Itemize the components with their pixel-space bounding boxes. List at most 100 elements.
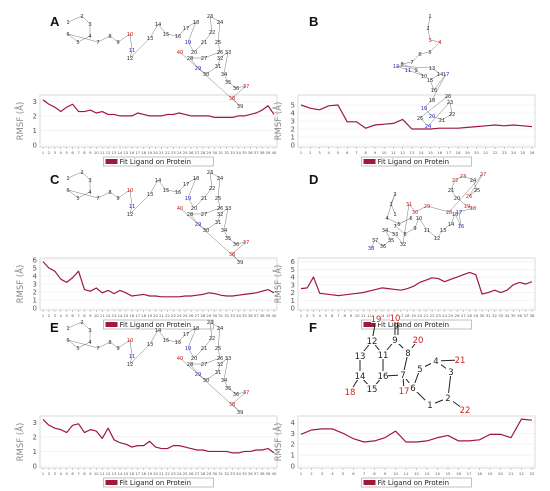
atom-number-label: 12 bbox=[127, 212, 134, 218]
bond bbox=[179, 51, 241, 107]
x-tick-label: 6 bbox=[346, 150, 349, 155]
x-tick-label: 8 bbox=[364, 150, 367, 155]
x-tick-label: 30 bbox=[212, 471, 217, 476]
bond bbox=[217, 177, 221, 199]
x-tick-label: 6 bbox=[71, 150, 74, 155]
atom-number-label: 3 bbox=[88, 328, 91, 334]
atom-number-label: 6 bbox=[418, 52, 421, 58]
panel-label-e: E bbox=[50, 320, 59, 335]
atom-number-label: 14 bbox=[155, 328, 162, 334]
x-tick-label: 11 bbox=[100, 313, 105, 318]
y-tick-label: 4 bbox=[33, 273, 38, 281]
x-tick-label: 23 bbox=[436, 313, 441, 318]
x-tick-label: 38 bbox=[530, 313, 535, 318]
legend-label: Fit Ligand on Protein bbox=[120, 321, 192, 329]
legend-swatch bbox=[105, 322, 118, 327]
y-axis-label: RMSF (Å) bbox=[14, 102, 26, 141]
atom-number-label: 30 bbox=[203, 72, 210, 78]
legend-box bbox=[361, 156, 472, 167]
x-tick-label: 12 bbox=[400, 150, 405, 155]
bond bbox=[165, 33, 179, 37]
x-tick-label: 19 bbox=[147, 313, 152, 318]
atom-number-label: 24 bbox=[217, 176, 224, 182]
atom-number-label: 10 bbox=[421, 74, 428, 80]
x-tick-label: 11 bbox=[391, 150, 396, 155]
x-tick-label: 18 bbox=[405, 313, 410, 318]
atom-number-label: 30 bbox=[203, 378, 210, 384]
bond bbox=[179, 357, 241, 413]
atom-number-label: 30 bbox=[412, 210, 419, 216]
atom-number-label: 16 bbox=[175, 34, 182, 40]
x-tick-label: 5 bbox=[65, 313, 68, 318]
atom-number-label: 33 bbox=[225, 356, 232, 362]
atom-label-bg bbox=[460, 405, 470, 414]
atom-number-label: 29 bbox=[195, 222, 202, 228]
atom-number-label: 9 bbox=[392, 336, 397, 346]
bond bbox=[97, 191, 111, 199]
x-tick-label: 15 bbox=[124, 313, 129, 318]
atom-number-label: 21 bbox=[201, 40, 208, 46]
atom-number-label: 8 bbox=[108, 34, 111, 40]
atom-number-label: 18 bbox=[193, 326, 200, 332]
atom-number-label: 14 bbox=[437, 72, 444, 78]
atom-number-label: 25 bbox=[215, 40, 222, 46]
bond bbox=[427, 27, 431, 41]
atom-number-label: 34 bbox=[221, 72, 228, 78]
x-tick-label: 3 bbox=[54, 471, 57, 476]
y-tick-label: 5 bbox=[291, 102, 295, 110]
x-tick-label: 21 bbox=[509, 471, 514, 476]
x-tick-label: 23 bbox=[171, 313, 176, 318]
bond bbox=[177, 333, 187, 343]
atom-number-label: 5 bbox=[76, 196, 79, 202]
x-tick-label: 30 bbox=[480, 313, 485, 318]
x-tick-label: 1 bbox=[300, 150, 303, 155]
atom-label-bg bbox=[415, 364, 425, 373]
plot-frame bbox=[39, 94, 278, 148]
atom-label-bg bbox=[425, 400, 435, 409]
atom-number-label: 28 bbox=[187, 212, 194, 218]
bond bbox=[117, 189, 131, 199]
legend-box bbox=[361, 319, 472, 330]
bond bbox=[205, 65, 219, 75]
bond bbox=[129, 205, 133, 215]
atom-number-label: 3 bbox=[448, 368, 453, 378]
bond bbox=[129, 33, 133, 51]
atom-number-label: 13 bbox=[147, 342, 154, 348]
legend-swatch bbox=[363, 322, 376, 327]
x-tick-label: 3 bbox=[54, 313, 57, 318]
x-tick-label: 10 bbox=[382, 150, 387, 155]
bond bbox=[117, 339, 131, 349]
x-tick-label: 30 bbox=[212, 313, 217, 318]
x-tick-label: 20 bbox=[498, 471, 503, 476]
bond bbox=[394, 217, 412, 227]
atom-number-label: 28 bbox=[446, 210, 453, 216]
atom-number-label: 18 bbox=[429, 98, 436, 104]
atom-number-label: 2 bbox=[389, 202, 392, 208]
x-tick-label: 14 bbox=[118, 471, 123, 476]
x-tick-label: 22 bbox=[493, 150, 498, 155]
bond bbox=[407, 69, 425, 77]
x-tick-label: 40 bbox=[272, 313, 277, 318]
x-tick-label: 8 bbox=[83, 471, 86, 476]
bond bbox=[117, 33, 131, 43]
x-tick-label: 6 bbox=[352, 471, 355, 476]
x-tick-label: 33 bbox=[498, 313, 503, 318]
y-tick-label: 2 bbox=[33, 433, 37, 441]
bond bbox=[227, 81, 237, 89]
atom-number-label: 8 bbox=[108, 340, 111, 346]
bond bbox=[382, 239, 392, 247]
x-tick-label: 30 bbox=[212, 150, 217, 155]
atom-number-label: 26 bbox=[466, 194, 473, 200]
x-tick-label: 40 bbox=[272, 150, 277, 155]
x-tick-label: 11 bbox=[100, 471, 105, 476]
series-line bbox=[42, 419, 275, 454]
x-tick-label: 2 bbox=[48, 471, 51, 476]
x-tick-label: 15 bbox=[386, 313, 391, 318]
atom-number-label: 14 bbox=[355, 372, 366, 382]
bond bbox=[454, 213, 462, 227]
y-tick-label: 0 bbox=[291, 463, 295, 471]
